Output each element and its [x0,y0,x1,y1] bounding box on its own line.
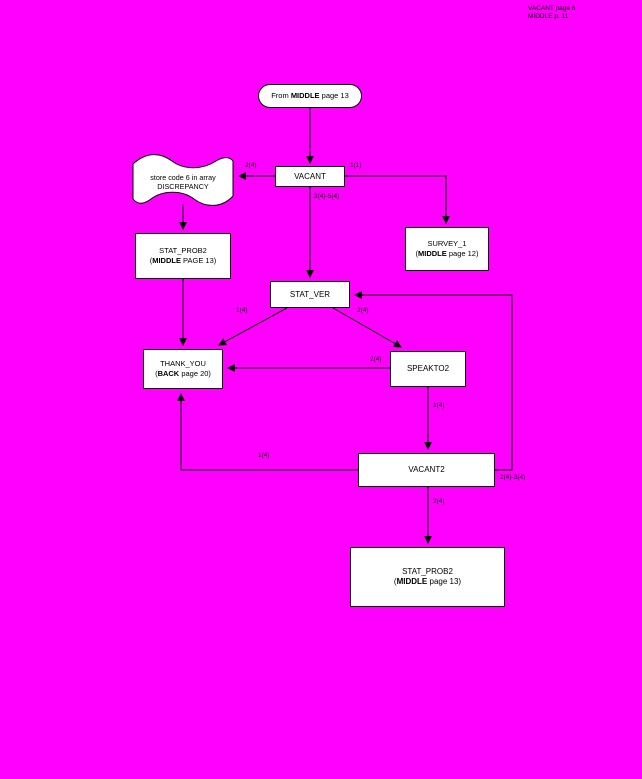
edge-label-vacant2-thankyou: 1(4) [258,452,270,459]
page-reference-line1: VACANT page 6 [528,5,576,12]
store-document-shape [132,154,234,206]
node-start: From MIDDLE page 13 [258,84,362,108]
thank-you-ref: (BACK page 20) [155,369,211,379]
spl-rest: PAGE 13) [180,256,217,265]
node-vacant2: VACANT2 [358,453,495,487]
sv1-bold: MIDDLE [418,249,447,258]
stat-prob2-left-name: STAT_PROB2 [159,246,207,255]
stat-prob2-left-ref: (MIDDLE PAGE 13) [150,256,217,266]
edge-label-vacant2-statprob2: 2(4) [433,498,445,505]
start-prefix: From [271,91,291,100]
edge-label-vacant2-statver: 2(4)-3(4) [500,474,526,481]
node-store-text: store code 6 in array DISCREPANCY [133,164,233,200]
node-vacant2-label: VACANT2 [408,465,445,474]
spb-bold: MIDDLE [396,577,428,586]
ty-rest: page 20) [179,369,211,378]
edge-vacant2-to-statver [354,291,513,471]
node-stat-prob2-left: STAT_PROB2 (MIDDLE PAGE 13) [135,233,231,279]
edge-vacant-to-survey1 [345,175,450,224]
node-vacant-label: VACANT [294,171,326,181]
spb-open: ( [393,577,397,586]
edge-label-statver-thankyou: 1(4) [236,307,248,314]
edge-statver-to-thankyou [218,307,288,346]
node-stat-ver: STAT_VER [270,281,350,308]
edge-vacant2-to-thankyou [177,393,358,471]
edge-statver-to-speakto2 [332,307,402,348]
spl-bold: MIDDLE [152,256,181,265]
spl-open: ( [149,256,153,265]
survey-1-ref: (MIDDLE page 12) [416,249,479,259]
spb-rest: page 13) [427,577,462,586]
sv1-rest: page 12) [446,249,479,258]
page-reference: VACANT page 6 MIDDLE p. 11 [528,5,575,21]
node-start-label: From MIDDLE page 13 [271,91,349,101]
node-thank-you: THANK_YOU (BACK page 20) [143,349,223,389]
edge-label-vacant-store: 2(4) [245,162,257,169]
node-stat-ver-label: STAT_VER [289,289,331,299]
stat-prob2-bottom-ref: (MIDDLE page 13) [394,577,461,587]
ty-bold: BACK [157,369,180,378]
start-bold: MIDDLE [290,91,320,100]
node-stat-prob2-bottom: STAT_PROB2 (MIDDLE page 13) [350,547,505,607]
sv1-open: ( [415,249,419,258]
edge-label-speakto-vacant2: 1(4) [433,402,445,409]
thank-you-name: THANK_YOU [160,359,206,368]
survey-1-name: SURVEY_1 [427,239,467,248]
node-survey-1: SURVEY_1 (MIDDLE page 12) [405,227,489,271]
edge-label-vacant-statver: 3(4)-5(4) [314,193,340,200]
edge-label-speakto-thankyou: 2(4) [370,356,382,363]
start-suffix: page 13 [319,91,349,100]
edge-label-vacant-survey: 1(1) [350,162,362,169]
ty-open: ( [155,369,158,378]
edge-label-statver-speakto: 2(4) [357,307,369,314]
node-speakto2: SPEAKTO2 [390,351,466,387]
store-line2: DISCREPANCY [157,182,209,191]
node-speakto2-label: SPEAKTO2 [406,364,450,373]
store-line1: store code 6 in array [150,173,216,182]
node-vacant: VACANT [275,166,345,187]
stat-prob2-bottom-name: STAT_PROB2 [402,567,453,576]
page-reference-line2: MIDDLE p. 11 [528,13,569,20]
